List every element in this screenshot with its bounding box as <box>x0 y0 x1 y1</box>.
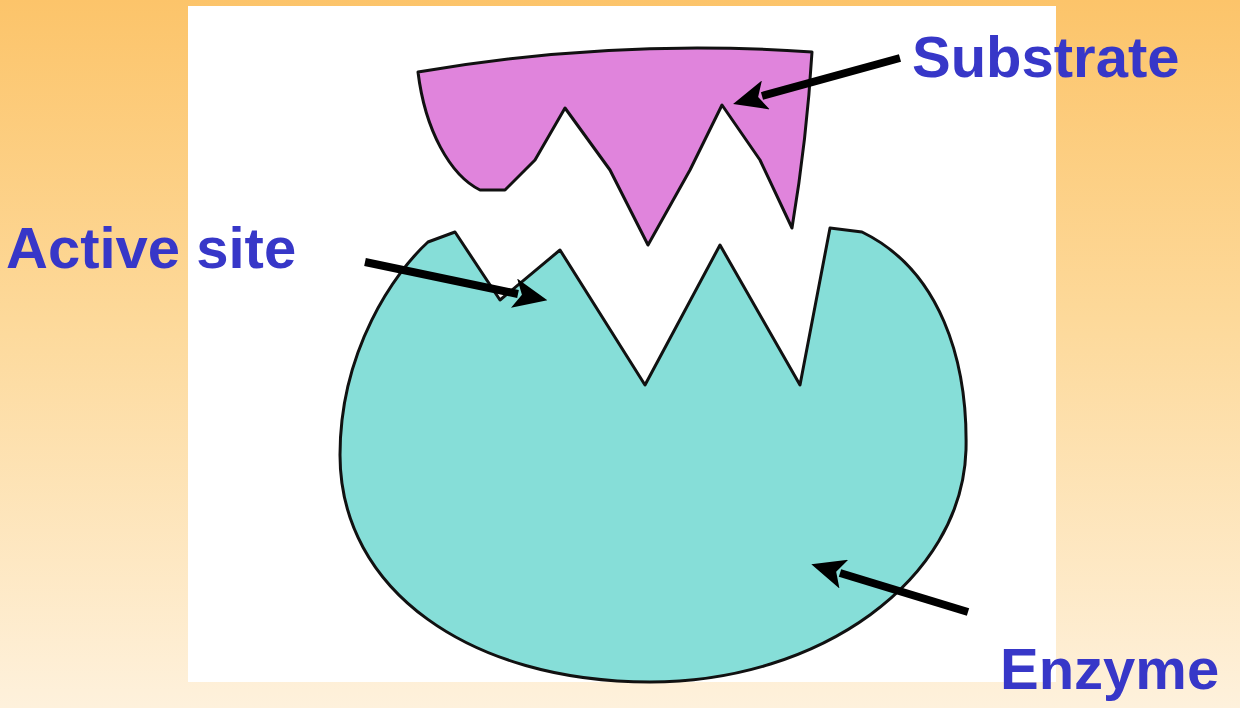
part-label: Enzyme <box>1000 640 1219 698</box>
substrate-shape <box>418 48 812 245</box>
leader-arrow <box>365 262 518 294</box>
white-panel <box>188 6 1056 682</box>
leader-arrow <box>840 573 968 612</box>
enzyme-shape <box>340 228 966 682</box>
part-label: Substrate <box>912 28 1180 86</box>
part-label: Active site <box>6 219 296 277</box>
leader-arrow <box>762 58 900 96</box>
